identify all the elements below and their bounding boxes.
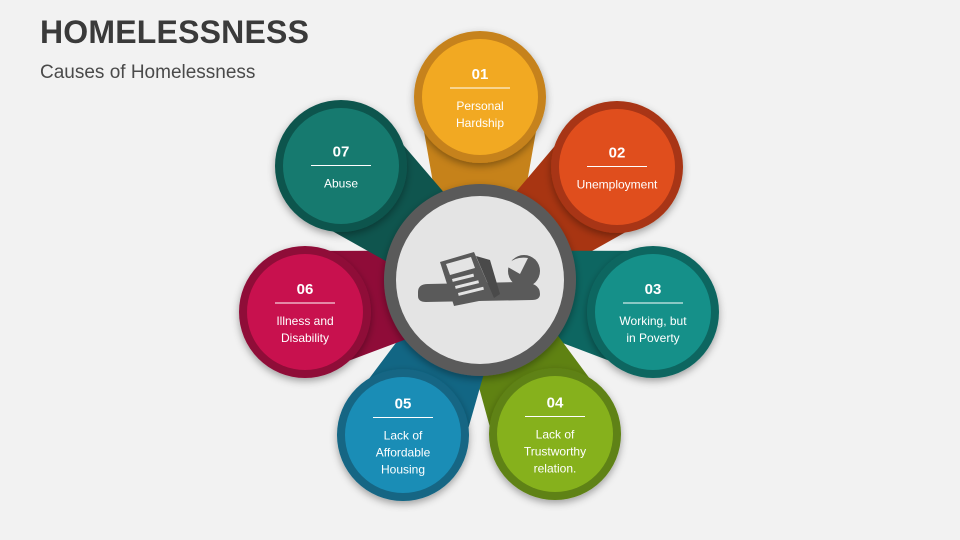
cause-number: 06 [297,281,314,298]
petal-inner-circle [497,376,613,492]
cause-label-line: in Poverty [626,331,679,345]
cause-number: 07 [333,144,350,161]
cause-label-line: relation. [534,462,577,476]
cause-label-line: Abuse [324,177,358,191]
cause-number: 05 [395,396,412,413]
page-subtitle: Causes of Homelessness [40,62,256,83]
cause-number: 04 [547,395,564,412]
petal-inner-circle [595,254,711,370]
cause-label-line: Trustworthy [524,445,586,459]
cause-label-line: Working, but [619,314,687,328]
cause-number: 03 [645,281,662,298]
petal-inner-circle [247,254,363,370]
cause-label-line: Illness and [276,314,333,328]
cause-label-line: Lack of [536,428,575,442]
cause-number: 02 [609,145,626,162]
person-sleeping-under-newspaper-icon [418,252,540,306]
cause-label-line: Lack of [384,429,423,443]
cause-label-line: Personal [456,99,503,113]
cause-label-line: Housing [381,463,425,477]
page-title: HOMELESSNESS [40,14,310,50]
petal-inner-circle [345,377,461,493]
cause-label-line: Hardship [456,116,504,130]
cause-number: 01 [472,66,489,83]
cause-label-line: Affordable [376,446,431,460]
petals: 01PersonalHardship02Unemployment03Workin… [239,31,719,501]
petal-inner-circle [422,39,538,155]
center-hub [384,184,576,376]
cause-label-line: Unemployment [577,178,658,192]
cause-label-line: Disability [281,331,329,345]
